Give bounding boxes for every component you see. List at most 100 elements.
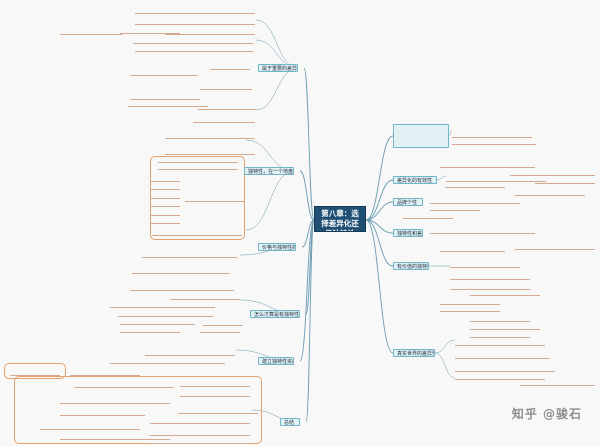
left-leaf-text[interactable] <box>200 327 240 333</box>
right-leaf-text[interactable] <box>515 236 595 250</box>
left-leaf-text[interactable] <box>150 418 250 424</box>
left-leaf-text[interactable] <box>130 281 234 291</box>
left-leaf-text[interactable] <box>74 378 174 388</box>
left-branch-topic[interactable]: 建立独特性资产 <box>258 357 294 365</box>
right-leaf-text[interactable] <box>452 139 536 145</box>
right-leaf-text[interactable] <box>470 324 540 330</box>
right-leaf-text[interactable] <box>440 162 535 168</box>
left-branch-topic[interactable]: 属于重要的差异化 <box>258 64 298 72</box>
right-leaf-text[interactable] <box>520 370 595 386</box>
left-leaf-text[interactable] <box>178 402 258 414</box>
right-leaf-text[interactable] <box>403 213 453 219</box>
left-leaf-text[interactable] <box>135 17 255 25</box>
right-branch-topic[interactable]: 品牌个性 <box>393 198 423 206</box>
left-leaf-text[interactable] <box>60 434 170 440</box>
left-leaf-text[interactable] <box>150 193 180 199</box>
watermark-text <box>573 300 585 360</box>
left-leaf-text[interactable] <box>110 356 225 364</box>
right-leaf-text[interactable] <box>470 316 530 322</box>
left-leaf-text[interactable] <box>152 226 242 236</box>
right-leaf-text[interactable] <box>515 186 585 196</box>
connector-line <box>255 67 299 111</box>
left-leaf-text[interactable] <box>165 125 255 139</box>
central-topic[interactable]: 第八章：选择差异化还是独特性 <box>314 206 366 232</box>
left-leaf-text[interactable] <box>10 366 60 376</box>
right-leaf-text[interactable] <box>440 306 500 312</box>
left-leaf-text[interactable] <box>193 117 255 123</box>
watermark-text <box>553 238 565 298</box>
right-leaf-text[interactable] <box>455 338 545 346</box>
left-leaf-text[interactable] <box>60 27 122 35</box>
left-leaf-text[interactable] <box>142 248 237 258</box>
left-branch-topic[interactable]: 总结 <box>280 418 300 426</box>
left-leaf-text[interactable] <box>150 218 180 224</box>
left-leaf-text[interactable] <box>203 320 243 326</box>
left-leaf-text[interactable] <box>150 426 250 436</box>
left-leaf-text[interactable] <box>118 311 213 317</box>
left-leaf-text[interactable] <box>158 166 238 170</box>
right-branch-topic[interactable]: 真实世界的差异性 <box>393 349 435 357</box>
right-leaf-text[interactable] <box>452 128 532 138</box>
left-leaf-text[interactable] <box>150 438 250 444</box>
connector-line <box>305 219 315 423</box>
right-leaf-text[interactable] <box>430 224 535 234</box>
right-branch-topic[interactable]: 有价值的独特性 <box>393 262 429 270</box>
watermark-text <box>573 150 585 210</box>
left-leaf-text[interactable] <box>60 408 145 416</box>
left-branch-topic[interactable]: 独特性，在一个地盘里的圈 <box>244 167 294 175</box>
right-leaf-text[interactable] <box>440 299 500 305</box>
left-leaf-text[interactable] <box>150 184 180 190</box>
left-leaf-text[interactable] <box>120 28 180 34</box>
right-leaf-text[interactable] <box>445 182 505 188</box>
left-leaf-text[interactable] <box>145 346 235 356</box>
left-branch-topic[interactable]: 价格与独特性的运作 <box>258 243 296 251</box>
left-leaf-text[interactable] <box>165 29 255 35</box>
left-leaf-text[interactable] <box>158 157 238 163</box>
left-leaf-text[interactable] <box>180 381 250 387</box>
left-leaf-text[interactable] <box>200 84 252 90</box>
left-leaf-text[interactable] <box>165 141 255 155</box>
left-leaf-text[interactable] <box>135 46 253 52</box>
left-leaf-text[interactable] <box>70 366 140 376</box>
right-leaf-text[interactable] <box>470 290 540 296</box>
left-branch-topic[interactable]: 怎么才算是有独特性的产品 <box>250 310 300 318</box>
footer-watermark: 知乎 @骏石 <box>511 407 582 421</box>
left-leaf-text[interactable] <box>40 420 140 430</box>
right-leaf-text[interactable] <box>440 238 505 252</box>
right-leaf-text[interactable] <box>430 196 520 204</box>
right-leaf-text[interactable] <box>450 270 530 280</box>
right-leaf-text[interactable] <box>510 168 595 176</box>
right-leaf-text[interactable] <box>446 172 546 182</box>
right-leaf-text[interactable] <box>455 349 550 359</box>
right-leaf-text[interactable] <box>430 205 480 211</box>
right-branch-topic[interactable]: 独特性和差异 <box>393 229 423 237</box>
left-leaf-text[interactable] <box>150 201 180 207</box>
group-outline <box>14 376 262 444</box>
left-leaf-text[interactable] <box>135 4 255 14</box>
right-leaf-text[interactable] <box>450 280 530 290</box>
left-leaf-text[interactable] <box>133 36 253 44</box>
left-leaf-text[interactable] <box>120 327 180 333</box>
left-leaf-text[interactable] <box>170 294 240 300</box>
left-leaf-text[interactable] <box>128 101 208 107</box>
left-leaf-text[interactable] <box>210 56 250 70</box>
right-leaf-text[interactable] <box>455 374 545 380</box>
left-leaf-text[interactable] <box>132 262 230 274</box>
watermark-text <box>552 88 564 148</box>
left-leaf-text[interactable] <box>130 54 198 76</box>
left-leaf-text[interactable] <box>180 389 250 397</box>
left-leaf-text[interactable] <box>130 82 200 100</box>
left-leaf-text[interactable] <box>150 210 180 216</box>
left-leaf-text[interactable] <box>185 196 245 202</box>
right-branch-topic[interactable] <box>393 124 449 148</box>
right-leaf-text[interactable] <box>470 332 530 338</box>
left-leaf-text[interactable] <box>110 298 215 308</box>
right-leaf-text[interactable] <box>535 176 595 184</box>
right-leaf-text[interactable] <box>450 262 520 268</box>
right-branch-topic[interactable]: 差异化的有效性 <box>393 176 437 184</box>
left-leaf-text[interactable] <box>198 96 256 110</box>
left-leaf-text[interactable] <box>60 396 170 404</box>
left-leaf-text[interactable] <box>120 319 195 325</box>
right-leaf-text[interactable] <box>455 362 555 372</box>
left-leaf-text[interactable] <box>150 176 180 182</box>
